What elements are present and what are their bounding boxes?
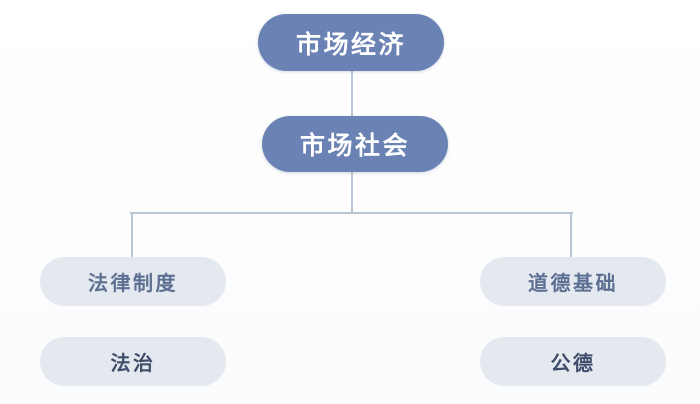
node-label: 道德基础 — [528, 273, 618, 295]
node-market-society[interactable]: 市场社会 — [262, 116, 448, 172]
node-legal-system[interactable]: 法律制度 — [40, 257, 226, 306]
node-public-morality[interactable]: 公德 — [480, 337, 666, 386]
node-rule-of-law[interactable]: 法治 — [40, 337, 226, 386]
node-label: 法律制度 — [88, 273, 178, 295]
node-label: 市场经济 — [295, 30, 406, 59]
node-moral-foundation[interactable]: 道德基础 — [480, 257, 666, 306]
node-label: 市场社会 — [299, 132, 410, 160]
node-label: 法治 — [110, 353, 156, 375]
node-market-economy[interactable]: 市场经济 — [258, 14, 444, 71]
node-label: 公德 — [550, 353, 596, 375]
